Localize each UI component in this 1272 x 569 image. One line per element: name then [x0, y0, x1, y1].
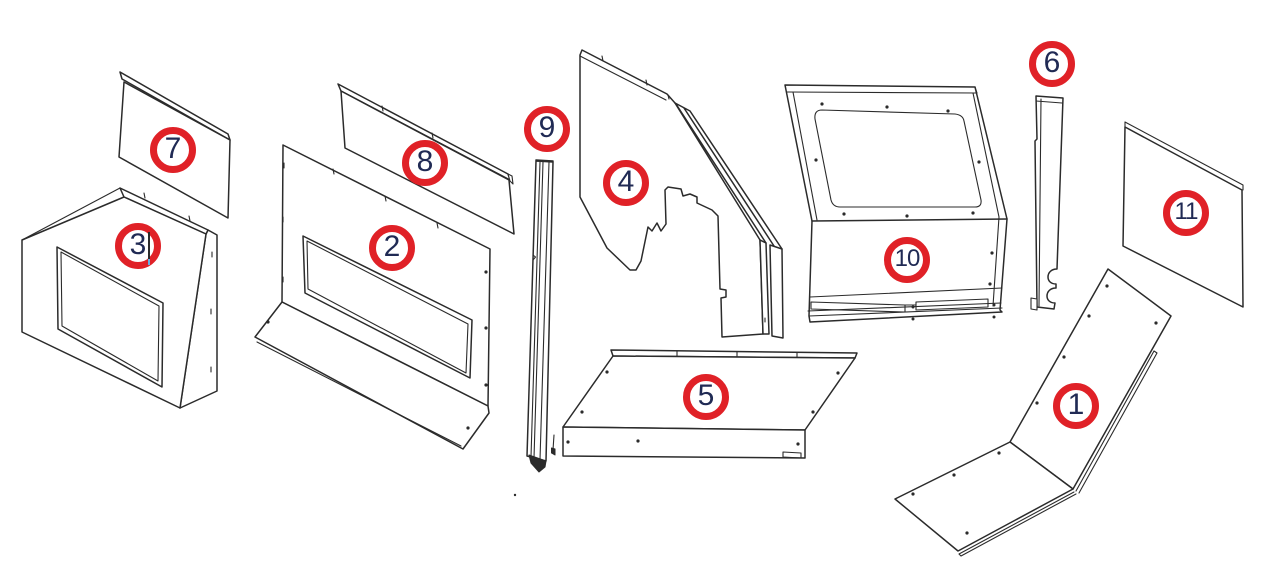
part-6-body	[1034, 95, 1064, 310]
part-10-fold	[811, 218, 1008, 222]
callout-7-label: 7	[164, 132, 182, 165]
callout-6-label: 6	[1043, 46, 1061, 79]
part-5-front	[562, 426, 806, 459]
part-10-drawing	[784, 84, 1008, 323]
part-3-drawing	[21, 187, 218, 409]
callout-3: 3	[115, 223, 161, 269]
callout-6: 6	[1029, 41, 1075, 87]
part-10-front-bottom	[809, 287, 1003, 298]
part-3-window-inner	[60, 251, 160, 382]
callout-10-label: 10	[894, 245, 921, 272]
part-6-foot	[1030, 297, 1038, 311]
part-4-body	[579, 49, 764, 338]
part-9-sliver-tip	[551, 447, 556, 456]
part-9-drawing	[513, 159, 556, 497]
part-9-foot	[528, 454, 547, 473]
part-1-lower	[894, 441, 1074, 552]
part-1-drawing	[894, 268, 1172, 557]
callout-2: 2	[369, 225, 415, 271]
cursor-artifact	[148, 232, 150, 265]
part-10-hem	[786, 86, 978, 94]
part-1-holes	[911, 284, 1158, 535]
part-3-top-ticks	[143, 192, 191, 222]
part-4-hem-ticks	[601, 55, 670, 100]
callout-1-label: 1	[1067, 388, 1085, 421]
callout-11-label: 11	[1174, 198, 1199, 225]
part-2-flange-hem	[256, 341, 462, 447]
part-9-notch	[532, 254, 537, 261]
part-1-upper-hem	[1075, 350, 1158, 494]
callout-4: 4	[603, 160, 649, 206]
part-10-right-inner	[972, 92, 1000, 307]
callout-1: 1	[1053, 383, 1099, 429]
part-11-hem	[1124, 121, 1244, 191]
part-8-hem-tab	[507, 173, 514, 185]
part-4-flange-lines	[674, 102, 783, 250]
part-3-corner-line	[21, 187, 121, 241]
callout-5-label: 5	[697, 379, 715, 412]
callout-9-label: 9	[538, 111, 556, 144]
part-6-fold	[1038, 98, 1042, 307]
part-9-speck	[513, 493, 517, 497]
part-4-flange-wall-2	[769, 244, 784, 339]
part-9-ridges	[530, 161, 550, 461]
part-5-slot	[782, 451, 802, 459]
part-10-left-inner	[792, 91, 818, 221]
part-2-window	[302, 235, 473, 379]
part-3-side-slots	[210, 251, 213, 373]
callout-8: 8	[402, 140, 448, 186]
part-8-hem-ticks	[381, 105, 434, 139]
part-10-window	[814, 109, 982, 208]
part-10-rail-right	[904, 298, 989, 311]
callout-4-label: 4	[617, 165, 635, 198]
callout-9: 9	[524, 106, 570, 152]
part-10-lip	[807, 302, 1003, 317]
part-3-window	[56, 246, 164, 388]
callout-7: 7	[150, 127, 196, 173]
part-10-holes	[814, 102, 996, 321]
part-2-window-inner	[306, 240, 469, 374]
callout-2-label: 2	[383, 230, 401, 263]
part-1-lower-hem	[958, 491, 1077, 557]
callout-3-label: 3	[129, 228, 147, 261]
callout-5: 5	[683, 374, 729, 420]
callout-10: 10	[884, 237, 930, 283]
part-9-body	[526, 160, 554, 462]
part-6-top-cap	[1035, 100, 1063, 104]
part-4-top-hem	[579, 55, 667, 101]
part-2-drawing	[254, 144, 491, 450]
callout-11: 11	[1163, 190, 1209, 236]
part-5-holes	[566, 370, 840, 446]
callout-8-label: 8	[416, 145, 434, 178]
part-2-flange	[254, 301, 490, 450]
part-4-drawing	[579, 49, 784, 339]
part-4-flange-wall-1	[759, 239, 770, 335]
part-9-sliver	[552, 434, 555, 451]
part-6-drawing	[1030, 95, 1064, 311]
part-2-holes	[266, 162, 488, 430]
